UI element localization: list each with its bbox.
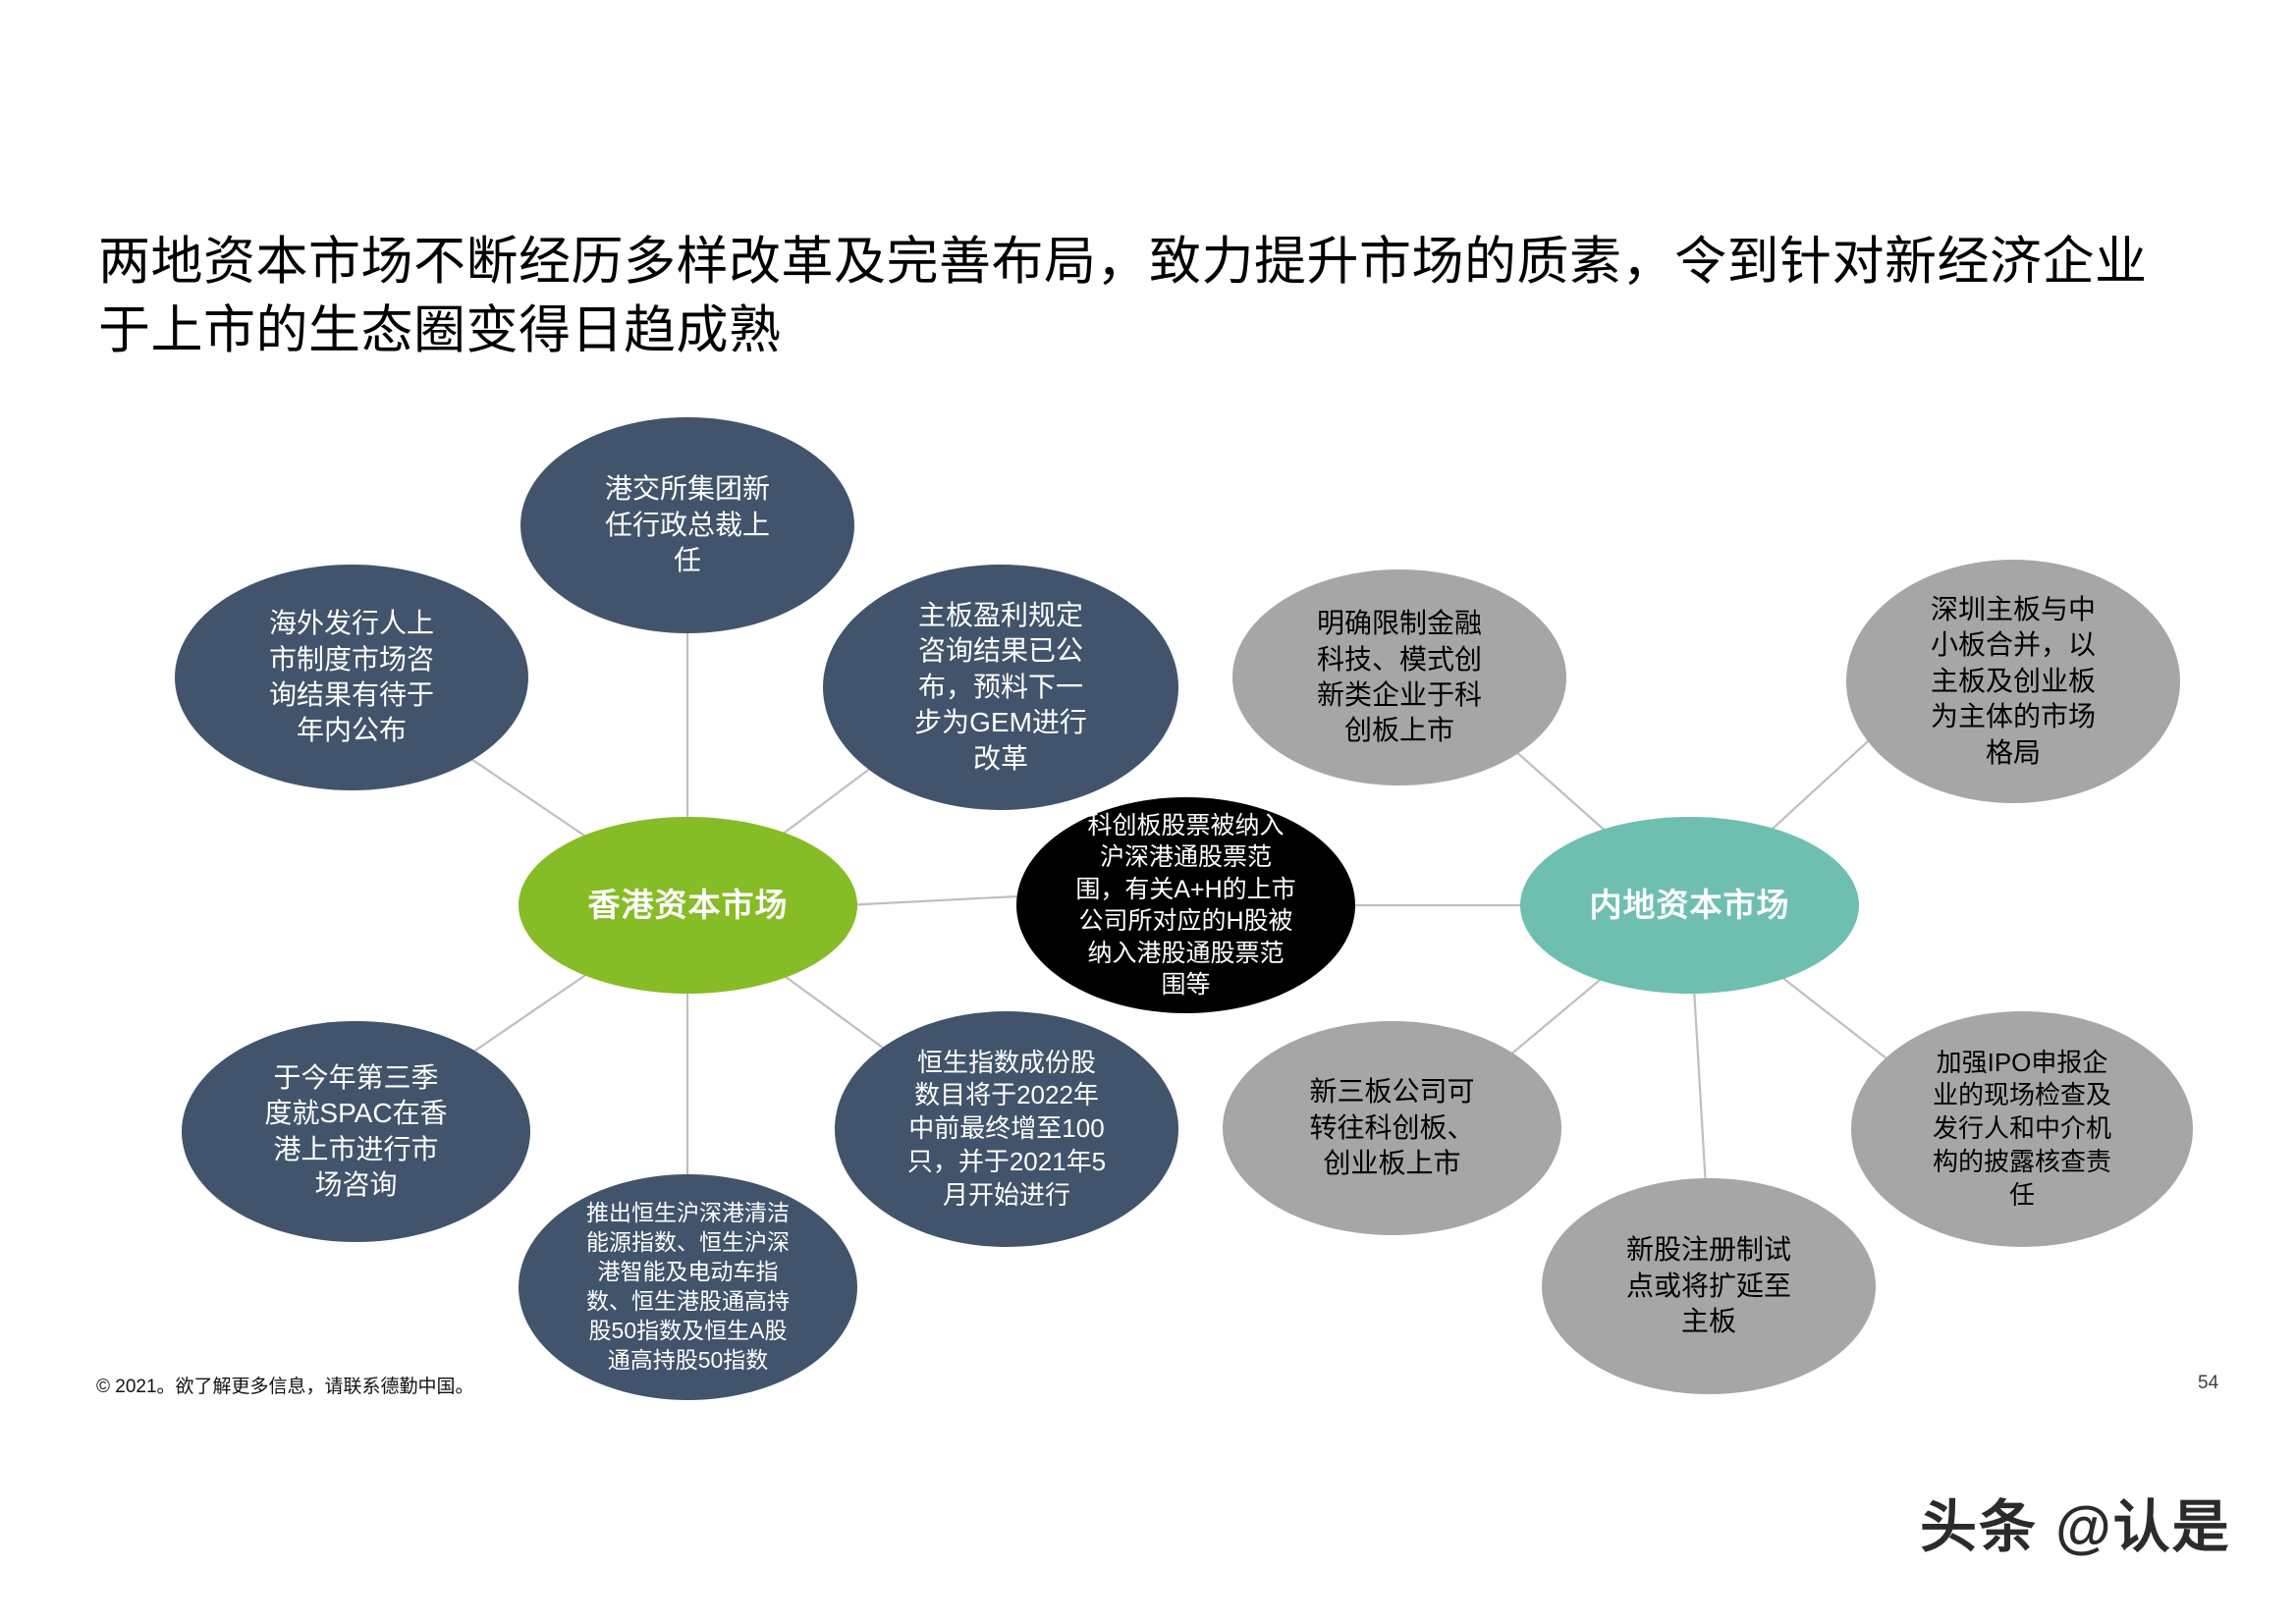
hub-mainland-capital-market-label: 内地资本市场: [1589, 886, 1790, 923]
node-hk-new-ceo[interactable]: 港交所集团新 任行政总裁上 任: [520, 417, 854, 633]
node-cn-ipo-inspection[interactable]: 加强IPO申报企 业的现场检查及 发行人和中介机 构的披露核查责 任: [1851, 1011, 2193, 1247]
node-cn-shenzhen-merge-label: 深圳主板与中 小板合并，以 主板及创业板 为主体的市场 格局: [1930, 594, 2096, 768]
hub-hongkong-capital-market[interactable]: 香港资本市场: [519, 817, 857, 994]
node-hk-overseas-issuer-label: 海外发行人上 市制度市场咨 询结果有待于 年内公布: [268, 608, 434, 746]
node-hk-mainboard-profit-label: 主板盈利规定 咨询结果已公 布，预料下一 步为GEM进行 改革: [914, 600, 1087, 774]
node-cn-registration-system[interactable]: 新股注册制试 点或将扩延至 主板: [1542, 1178, 1876, 1394]
page-title: 两地资本市场不断经历多样改革及完善布局，致力提升市场的质素，令到针对新经济企业于…: [98, 233, 2148, 359]
connector-hk-center: [844, 893, 1037, 907]
footer-copyright: © 2021。欲了解更多信息，请联系德勤中国。: [96, 1377, 474, 1397]
node-hk-new-indices-label: 推出恒生沪深港清洁 能源指数、恒生沪深 港智能及电动车指 数、恒生港股通高持 股…: [586, 1200, 790, 1373]
node-hk-new-ceo-label: 港交所集团新 任行政总裁上 任: [604, 473, 770, 576]
page-number: 54: [2198, 1373, 2219, 1393]
node-stock-connect-center-label: 科创板股票被纳入 沪深港通股票范 围，有关A+H的上市 公司所对应的H股被 纳入…: [1075, 811, 1296, 1000]
node-cn-shenzhen-merge[interactable]: 深圳主板与中 小板合并，以 主板及创业板 为主体的市场 格局: [1846, 560, 2180, 803]
node-hk-new-indices[interactable]: 推出恒生沪深港清洁 能源指数、恒生沪深 港智能及电动车指 数、恒生港股通高持 股…: [519, 1174, 857, 1400]
node-hk-spac-label: 于今年第三季 度就SPAC在香 港上市进行市 场咨询: [264, 1061, 448, 1200]
watermark: 头条 @认是: [1920, 1495, 2231, 1559]
node-hk-hsi-constituents-label: 恒生指数成份股 数目将于2022年 中前最终增至100 只，并于2021年5 月…: [906, 1047, 1107, 1210]
node-hk-mainboard-profit[interactable]: 主板盈利规定 咨询结果已公 布，预料下一 步为GEM进行 改革: [823, 565, 1178, 810]
node-stock-connect-center[interactable]: 科创板股票被纳入 沪深港通股票范 围，有关A+H的上市 公司所对应的H股被 纳入…: [1016, 797, 1355, 1013]
node-hk-spac[interactable]: 于今年第三季 度就SPAC在香 港上市进行市 场咨询: [182, 1021, 530, 1242]
node-cn-fintech-restriction[interactable]: 明确限制金融 科技、模式创 新类企业于科 创板上市: [1232, 569, 1566, 785]
node-cn-registration-system-label: 新股注册制试 点或将扩延至 主板: [1625, 1234, 1791, 1337]
hub-mainland-capital-market[interactable]: 内地资本市场: [1520, 817, 1859, 994]
node-cn-neeq-transfer-label: 新三板公司可 转往科创板、 创业板上市: [1309, 1076, 1475, 1179]
node-cn-fintech-restriction-label: 明确限制金融 科技、模式创 新类企业于科 创板上市: [1316, 608, 1482, 746]
hub-hongkong-capital-market-label: 香港资本市场: [587, 886, 789, 923]
node-cn-ipo-inspection-label: 加强IPO申报企 业的现场检查及 发行人和中介机 构的披露核查责 任: [1932, 1047, 2111, 1210]
node-hk-hsi-constituents[interactable]: 恒生指数成份股 数目将于2022年 中前最终增至100 只，并于2021年5 月…: [835, 1011, 1178, 1247]
node-cn-neeq-transfer[interactable]: 新三板公司可 转往科创板、 创业板上市: [1223, 1021, 1561, 1235]
node-hk-overseas-issuer[interactable]: 海外发行人上 市制度市场咨 询结果有待于 年内公布: [175, 565, 528, 790]
